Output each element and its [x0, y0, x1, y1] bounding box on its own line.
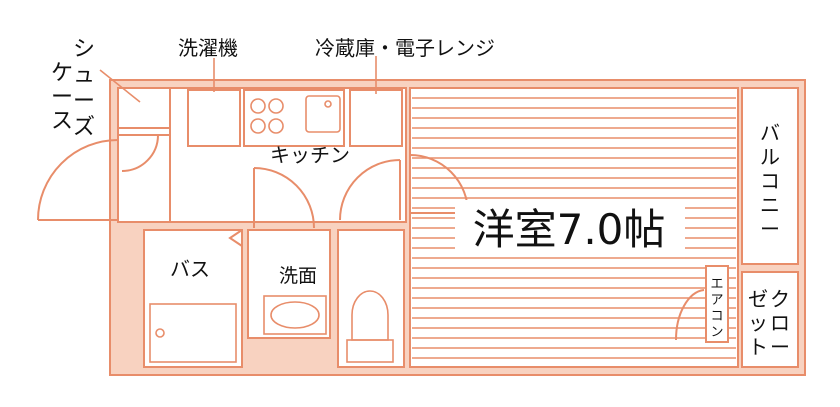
room-label-bg — [455, 200, 685, 254]
bathtub — [149, 303, 237, 363]
stove-burner — [268, 118, 284, 134]
aircon-label: エ ア コ ン — [710, 277, 723, 340]
svg-text:ン: ン — [710, 325, 723, 340]
bath-label: バス — [170, 257, 210, 281]
closet-label: ク ロ ー ゼ ッ ト — [748, 287, 790, 359]
svg-text:シ: シ — [73, 37, 95, 62]
svg-text:ニ: ニ — [760, 193, 780, 217]
stove-burner — [250, 98, 266, 114]
shoe-case — [117, 87, 171, 129]
svg-text:ス: ス — [51, 109, 73, 134]
svg-text:コ: コ — [760, 169, 780, 193]
washroom-label: 洗面 — [279, 265, 317, 287]
shoe-case-label: シ ュ ー ズ ケ ー ス — [51, 37, 95, 140]
aircon-box — [705, 265, 729, 343]
svg-text:ケ: ケ — [51, 61, 73, 86]
svg-text:エ: エ — [710, 277, 723, 292]
wash-basin — [263, 295, 327, 335]
fridge-slot — [349, 89, 403, 147]
washer-slot — [187, 89, 241, 147]
svg-text:ト: ト — [748, 335, 768, 359]
wash-bowl — [270, 301, 320, 329]
sink — [305, 95, 341, 133]
svg-text:ル: ル — [760, 145, 780, 169]
svg-text:ク: ク — [770, 287, 790, 311]
svg-text:バ: バ — [760, 121, 780, 145]
closet-door-arc — [674, 289, 705, 341]
bathtub-drain — [155, 328, 165, 338]
washroom-door-arc — [253, 167, 315, 229]
toilet-door-arc — [339, 159, 401, 221]
bathroom — [143, 229, 243, 368]
washer-label: 洗濯機 — [178, 36, 238, 60]
shoe-case-leader — [99, 69, 141, 103]
entrance-door-arc — [37, 139, 119, 221]
balcony — [741, 87, 799, 265]
kitchen-label: キッチン — [270, 143, 350, 167]
toilet-bowl — [351, 290, 389, 341]
sink-drain — [324, 100, 332, 108]
svg-text:ア: ア — [710, 293, 723, 308]
svg-text:ー: ー — [51, 85, 73, 110]
closet — [741, 271, 799, 368]
svg-text:ー: ー — [770, 335, 790, 359]
bath-door-marker — [228, 229, 243, 247]
svg-text:ロ: ロ — [770, 311, 790, 335]
svg-text:ズ: ズ — [73, 115, 95, 140]
svg-text:コ: コ — [710, 309, 723, 324]
toilet-tank — [346, 339, 394, 363]
svg-text:ッ: ッ — [748, 311, 768, 335]
stove-burner — [268, 98, 284, 114]
svg-text:ー: ー — [760, 217, 780, 241]
svg-text:ー: ー — [73, 89, 95, 114]
svg-text:ュ: ュ — [73, 63, 95, 88]
toilet-room — [337, 229, 405, 368]
shoe-case-door — [121, 134, 160, 172]
balcony-label: バ ル コ ニ ー — [760, 121, 780, 241]
svg-text:洋室7.0帖: 洋室7.0帖 — [473, 205, 666, 254]
fridge-microwave-label: 冷蔵庫・電子レンジ — [315, 36, 495, 60]
svg-text:ゼ: ゼ — [748, 287, 768, 311]
stove-burner — [250, 118, 266, 134]
room-label: 洋室7.0帖 — [455, 200, 685, 254]
